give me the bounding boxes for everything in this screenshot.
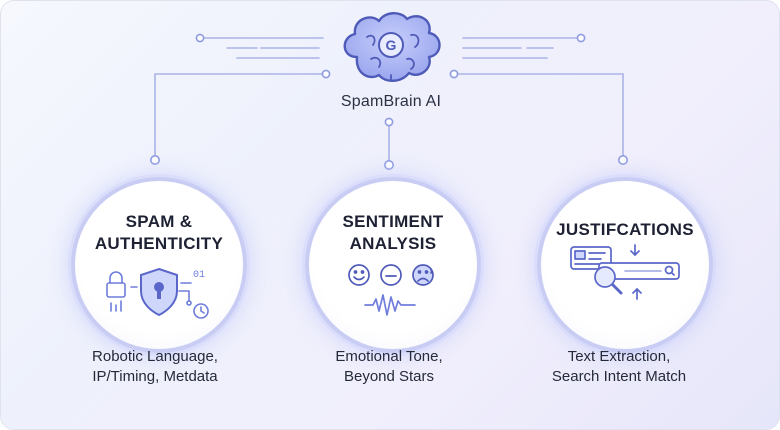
caption-line1: Robotic Language,	[92, 348, 218, 365]
caption-sentiment-analysis: Emotional Tone, Beyond Stars	[279, 347, 499, 387]
brain-icon: G	[327, 7, 455, 91]
caption-line2: Beyond Stars	[343, 368, 435, 385]
node-sentiment-analysis: SENTIMENT ANALYSIS	[305, 177, 481, 353]
security-shield-lock-clock-icon: 01	[97, 263, 221, 324]
caption-line1: Emotional Tone,	[335, 348, 443, 365]
node-justifications: JUSTIFCATIONS	[537, 177, 713, 353]
node-title-line2: AUTHENTICITY	[94, 234, 224, 253]
emotion-faces-waveform-icon	[343, 261, 443, 326]
caption-line2: Search Intent Match	[551, 368, 687, 385]
node-title-line2: ANALYSIS	[349, 234, 437, 253]
caption-line2: IP/Timing, Metdata	[92, 368, 218, 385]
node-spam-authenticity: SPAM & AUTHENTICITY	[71, 177, 247, 353]
g-badge: G	[386, 37, 397, 53]
node-title-line1: SPAM &	[125, 212, 193, 231]
hub-label: SpamBrain AI	[340, 93, 442, 110]
caption-line1: Text Extraction,	[567, 348, 671, 365]
document-search-magnifier-icon	[565, 241, 689, 316]
node-title: JUSTIFCATIONS	[556, 220, 694, 239]
node-title-line1: SENTIMENT	[342, 212, 444, 231]
caption-spam-authenticity: Robotic Language, IP/Timing, Metdata	[45, 347, 265, 387]
caption-justifications: Text Extraction, Search Intent Match	[509, 347, 729, 387]
binary-text: 01	[193, 270, 205, 281]
